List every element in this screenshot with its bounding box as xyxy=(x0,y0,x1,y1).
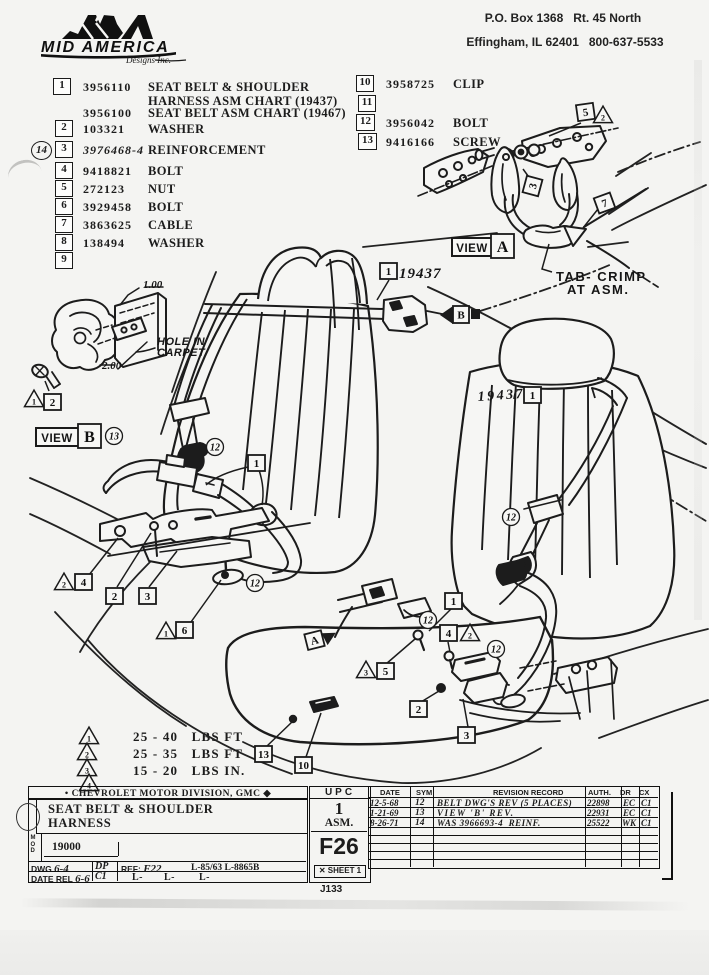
svg-text:Designs Inc.: Designs Inc. xyxy=(125,55,171,65)
svg-text:TAB- CRIMP: TAB- CRIMP xyxy=(556,269,647,284)
svg-text:2: 2 xyxy=(112,591,118,603)
svg-text:4: 4 xyxy=(81,577,87,589)
svg-text:A: A xyxy=(309,634,320,648)
svg-text:12: 12 xyxy=(210,443,220,454)
svg-text:13: 13 xyxy=(258,749,270,761)
svg-text:3: 3 xyxy=(364,669,368,678)
svg-text:12: 12 xyxy=(250,579,260,590)
svg-text:HOLE IN: HOLE IN xyxy=(157,336,206,348)
svg-text:5: 5 xyxy=(383,666,389,678)
svg-text:12: 12 xyxy=(491,645,501,656)
svg-text:7: 7 xyxy=(600,197,610,210)
svg-text:1: 1 xyxy=(451,596,457,608)
svg-text:1: 1 xyxy=(32,398,36,407)
svg-text:2: 2 xyxy=(416,704,422,716)
svg-text:1.00: 1.00 xyxy=(143,279,163,291)
svg-text:B: B xyxy=(457,309,465,321)
svg-text:2: 2 xyxy=(85,751,89,760)
svg-text:VIEW: VIEW xyxy=(41,433,72,445)
svg-text:2.00: 2.00 xyxy=(101,360,122,372)
svg-text:3: 3 xyxy=(85,767,89,776)
svg-text:2: 2 xyxy=(468,632,472,641)
svg-text:1: 1 xyxy=(164,630,168,639)
svg-text:AT ASM.: AT ASM. xyxy=(567,282,630,297)
svg-text:19437: 19437 xyxy=(477,387,525,405)
svg-text:13: 13 xyxy=(109,432,119,443)
svg-text:3: 3 xyxy=(145,591,151,603)
svg-text:1: 1 xyxy=(87,735,91,744)
svg-text:3: 3 xyxy=(464,730,470,742)
svg-text:2: 2 xyxy=(62,581,66,590)
svg-text:10: 10 xyxy=(298,760,310,772)
svg-text:VIEW: VIEW xyxy=(456,243,487,255)
svg-text:1: 1 xyxy=(254,458,260,470)
svg-text:12: 12 xyxy=(423,616,433,627)
svg-text:12: 12 xyxy=(506,513,516,524)
svg-text:CARPET: CARPET xyxy=(157,347,206,359)
svg-text:2: 2 xyxy=(50,397,56,409)
svg-text:5: 5 xyxy=(582,107,590,120)
svg-text:B: B xyxy=(84,429,95,446)
svg-text:2: 2 xyxy=(601,114,605,123)
svg-text:6: 6 xyxy=(182,625,188,637)
svg-text:3: 3 xyxy=(527,182,540,191)
svg-text:1: 1 xyxy=(530,390,536,402)
svg-text:A: A xyxy=(497,239,509,256)
svg-text:1: 1 xyxy=(386,266,392,278)
svg-text:4: 4 xyxy=(446,628,452,640)
svg-text:MID AMERICA: MID AMERICA xyxy=(41,39,170,56)
svg-text:19437: 19437 xyxy=(399,266,442,282)
